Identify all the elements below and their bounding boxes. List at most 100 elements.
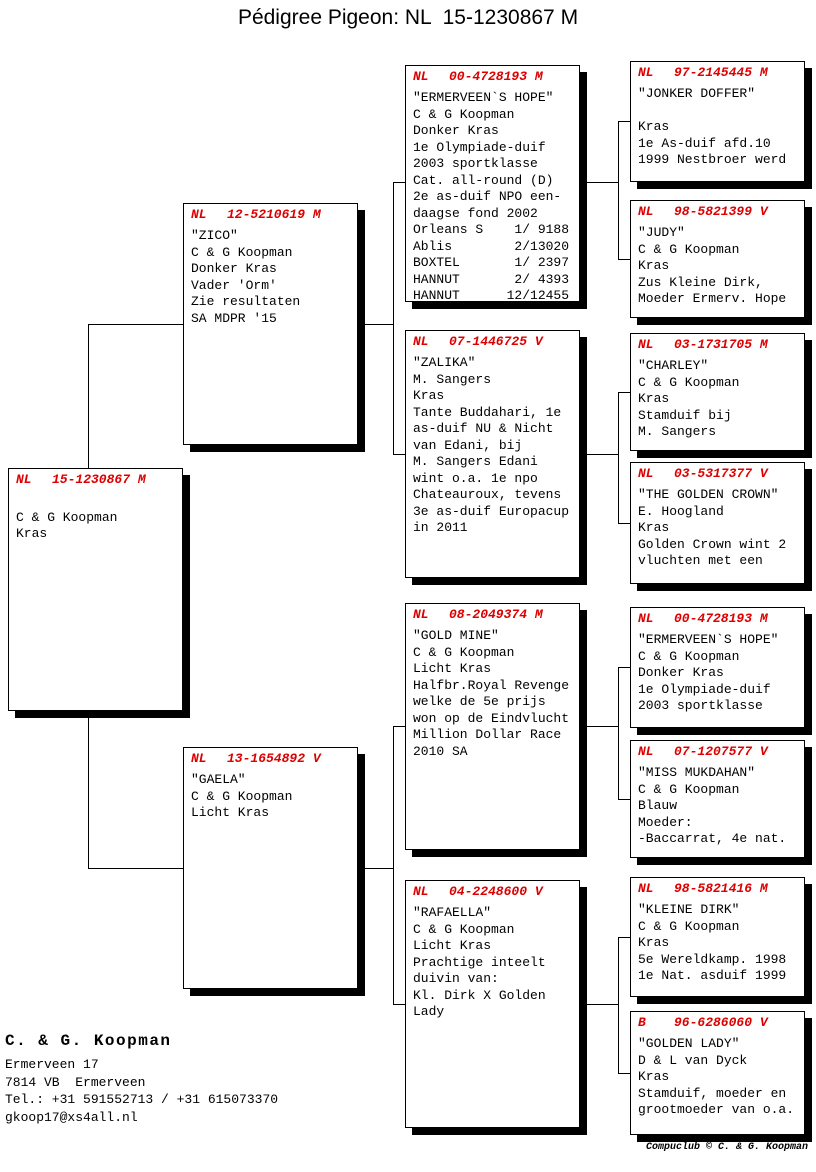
- info-line: 5e Wereldkamp. 1998: [638, 951, 787, 967]
- info-line: C & G Koopman: [191, 788, 293, 804]
- info-line: M. Sangers: [638, 424, 717, 439]
- owner-email: gkoop17@xs4all.nl: [5, 1109, 138, 1125]
- country-code: NL: [638, 204, 654, 219]
- info-line: SA MDPR '15: [191, 310, 277, 326]
- country-code: NL: [638, 881, 654, 896]
- info-line: Million Dollar Race: [413, 727, 562, 742]
- info-line: Kras: [16, 526, 48, 541]
- pedigree-connector-line: [393, 1004, 405, 1005]
- info-line: Moeder Ermerv. Hope: [638, 291, 787, 306]
- info-line: van Edani, bij: [413, 437, 523, 453]
- info-line: M. Sangers Edani: [413, 454, 538, 469]
- pedigree-connector-line: [393, 182, 394, 454]
- info-line: "MISS MUKDAHAN": [638, 765, 756, 780]
- info-line: Kl. Dirk X Golden: [413, 987, 546, 1003]
- info-line: C & G Koopman: [638, 241, 740, 257]
- info-line: daagse fond 2002: [413, 205, 538, 221]
- info-line: Prachtige inteelt: [413, 954, 546, 970]
- footer-credit: Compuclub © C. & G. Koopman: [645, 1142, 808, 1153]
- info-line: Licht Kras: [413, 661, 492, 676]
- ring-id-sex: 98-5821399 V: [674, 204, 768, 219]
- info-line: wint o.a. 1e npo: [413, 470, 538, 486]
- pedigree-connector-line: [580, 182, 618, 183]
- info-line: 2e as-duif NPO een-: [413, 189, 562, 204]
- pedigree-connector-line: [358, 324, 393, 325]
- info-line: "ZALIKA": [413, 355, 476, 370]
- info-line: 3e as-duif Europacup: [413, 503, 570, 519]
- info-line: 1e Olympiade-duif: [413, 139, 546, 155]
- info-line: C & G Koopman: [638, 918, 740, 934]
- owner-block: C. & G. Koopman Ermerveen 17 7814 VB Erm…: [5, 1032, 278, 1126]
- ring-id-sex: 13-1654892 V: [227, 751, 321, 766]
- info-line: Kras: [638, 935, 670, 950]
- info-line: Kras: [638, 391, 670, 406]
- info-line: 1e Nat. asduif 1999: [638, 968, 787, 983]
- pedigree-connector-line: [88, 711, 89, 868]
- country-code: B: [638, 1015, 646, 1030]
- info-line: Halfbr.Royal Revenge: [413, 677, 570, 693]
- info-line: "GOLD MINE": [413, 628, 499, 643]
- info-line: Kras: [638, 520, 670, 535]
- pedigree-connector-line: [580, 454, 618, 455]
- pedigree-connector-line: [618, 667, 619, 799]
- info-line: Kras: [413, 388, 445, 403]
- info-line: C & G Koopman: [413, 106, 515, 122]
- info-line: Zus Kleine Dirk,: [638, 274, 763, 290]
- ring-id-sex: 04-2248600 V: [449, 884, 543, 899]
- info-line: Donker Kras: [413, 123, 499, 138]
- info-line: "CHARLEY": [638, 358, 709, 373]
- ring-id-sex: 07-1207577 V: [674, 744, 768, 759]
- country-code: NL: [638, 337, 654, 352]
- info-line: 2003 sportklasse: [413, 156, 538, 171]
- ring-id-sex: 03-1731705 M: [674, 337, 768, 352]
- ring-id-sex: 12-5210619 M: [227, 207, 321, 222]
- info-line: BOXTEL 1/ 2397: [413, 255, 570, 270]
- pedigree-connector-line: [618, 937, 630, 938]
- pedigree-connector-line: [88, 324, 89, 468]
- info-line: Chateauroux, tevens: [413, 487, 562, 502]
- country-code: NL: [638, 611, 654, 626]
- info-line: Blauw: [638, 798, 678, 813]
- info-line: Orleans S 1/ 9188: [413, 222, 570, 237]
- country-code: NL: [413, 334, 429, 349]
- info-line: C & G Koopman: [638, 648, 740, 664]
- info-line: "JUDY": [638, 225, 685, 240]
- info-line: 2003 sportklasse: [638, 698, 763, 713]
- info-line: Moeder:: [638, 814, 693, 830]
- info-line: "GOLDEN LADY": [638, 1036, 740, 1051]
- info-line: 2010 SA: [413, 743, 468, 759]
- info-line: "JONKER DOFFER": [638, 86, 756, 101]
- ring-id-sex: 15-1230867 M: [52, 472, 146, 487]
- pedigree-connector-line: [618, 799, 630, 800]
- ring-number: NL 98-5821399 V: [638, 204, 804, 225]
- info-line: 1999 Nestbroer werd: [638, 152, 787, 167]
- pedigree-connector-line: [580, 1004, 618, 1005]
- info-line: Cat. all-round (D): [413, 172, 554, 188]
- info-line: HANNUT 12/12455: [413, 288, 570, 302]
- info-line: Licht Kras: [191, 805, 270, 820]
- pedigree-connector-line: [618, 667, 630, 668]
- info-line: 1e As-duif afd.10: [638, 135, 771, 151]
- owner-name: C. & G. Koopman: [5, 1032, 172, 1050]
- info-line: Ablis 2/13020: [413, 238, 570, 254]
- info-line: Stamduif, moeder en: [638, 1085, 787, 1101]
- info-line: grootmoeder van o.a.: [638, 1102, 795, 1117]
- owner-address-line2: 7814 VB Ermerveen: [5, 1074, 146, 1090]
- info-line: as-duif NU & Nicht: [413, 421, 554, 436]
- pedigree-connector-line: [393, 726, 405, 727]
